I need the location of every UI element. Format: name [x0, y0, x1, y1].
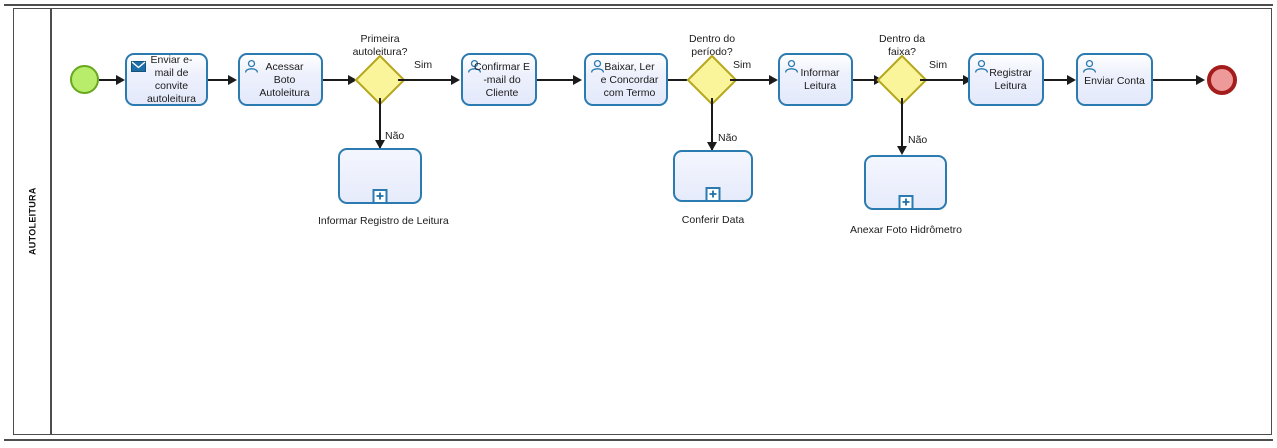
- subprocess-conferir-data[interactable]: [673, 150, 753, 202]
- task-label: Registrar Leitura: [989, 67, 1032, 92]
- user-icon: [784, 59, 799, 74]
- flow-label-nao: Não: [908, 134, 928, 146]
- flow-gw3-sim: [920, 79, 965, 81]
- task-informar-leitura[interactable]: Informar Leitura: [778, 53, 853, 106]
- task-enviar-conta[interactable]: Enviar Conta: [1076, 53, 1153, 106]
- task-label: Enviar e- mail de convite autoleitura: [146, 54, 197, 105]
- flow-start-to-enviar-email: [99, 79, 116, 81]
- task-confirmar-email-cliente[interactable]: Confirmar E -mail do Cliente: [461, 53, 537, 106]
- flow-enviar-conta-to-end: [1153, 79, 1198, 81]
- flow-informar-leitura-to-gw3: [853, 79, 875, 81]
- arrowhead-icon: [1196, 75, 1205, 85]
- user-icon: [590, 59, 605, 74]
- arrowhead-icon: [1067, 75, 1076, 85]
- arrowhead-icon: [451, 75, 460, 85]
- arrowhead-icon: [769, 75, 778, 85]
- arrowhead-icon: [897, 146, 907, 155]
- user-icon: [974, 59, 989, 74]
- task-acessar-boto-autoleitura[interactable]: Acessar Boto Autoleitura: [238, 53, 323, 106]
- flow-label-sim: Sim: [733, 59, 752, 71]
- subprocess-informar-registro-leitura[interactable]: [338, 148, 422, 204]
- gateway-label: Dentro da faixa?: [878, 33, 926, 58]
- user-icon: [1082, 59, 1097, 74]
- subprocess-label: Anexar Foto Hidrômetro: [849, 224, 963, 236]
- flow-registrar-to-enviar-conta: [1044, 79, 1068, 81]
- task-label: Enviar Conta: [1084, 75, 1145, 87]
- gateway-label: Dentro do período?: [688, 33, 736, 58]
- end-event[interactable]: [1207, 65, 1237, 95]
- subprocess-anexar-foto-hidrometro[interactable]: [864, 155, 947, 210]
- arrowhead-icon: [116, 75, 125, 85]
- task-label: Confirmar E -mail do Cliente: [473, 60, 530, 99]
- task-enviar-email[interactable]: Enviar e- mail de convite autoleitura: [125, 53, 208, 106]
- user-icon: [244, 59, 259, 74]
- task-baixar-ler-concordar-termo[interactable]: Baixar, Ler e Concordar com Termo: [584, 53, 668, 106]
- arrowhead-icon: [375, 140, 385, 149]
- task-label: Acessar Boto Autoleitura: [259, 60, 310, 99]
- flow-gw2-sim: [730, 79, 770, 81]
- flow-confirmar-to-baixar: [537, 79, 574, 81]
- diagram-bottom-rule: [4, 439, 1273, 441]
- pool-label: AUTOLEITURA: [27, 187, 38, 256]
- flow-enviar-email-to-acessar-boto: [208, 79, 228, 81]
- arrowhead-icon: [963, 75, 972, 85]
- diagram-top-rule: [4, 4, 1273, 6]
- arrowhead-icon: [573, 75, 582, 85]
- task-registrar-leitura[interactable]: Registrar Leitura: [968, 53, 1044, 106]
- flow-gw1-nao: [379, 98, 381, 148]
- pool-header: [13, 8, 52, 435]
- task-label: Informar Leitura: [800, 67, 840, 92]
- gateway-label: Primeira autoleitura?: [352, 33, 408, 58]
- flow-gw1-sim: [398, 79, 452, 81]
- arrowhead-icon: [228, 75, 237, 85]
- plus-icon: [898, 195, 913, 210]
- flow-baixar-to-gw2: [668, 79, 692, 81]
- user-icon: [467, 59, 482, 74]
- flow-gw3-nao: [901, 98, 903, 153]
- subprocess-label: Informar Registro de Leitura: [318, 215, 449, 227]
- plus-icon: [372, 189, 388, 204]
- flow-label-nao: Não: [385, 130, 405, 142]
- subprocess-label: Conferir Data: [681, 214, 745, 226]
- flow-label-sim: Sim: [929, 59, 948, 71]
- arrowhead-icon: [707, 142, 717, 151]
- start-event[interactable]: [70, 65, 99, 94]
- flow-acessar-boto-to-gw1: [323, 79, 348, 81]
- flow-label-nao: Não: [718, 132, 738, 144]
- task-label: Baixar, Ler e Concordar com Termo: [600, 60, 659, 99]
- envelope-icon: [131, 59, 146, 74]
- flow-gw2-nao: [711, 98, 713, 150]
- flow-label-sim: Sim: [414, 59, 433, 71]
- plus-icon: [705, 187, 721, 202]
- arrowhead-icon: [348, 75, 357, 85]
